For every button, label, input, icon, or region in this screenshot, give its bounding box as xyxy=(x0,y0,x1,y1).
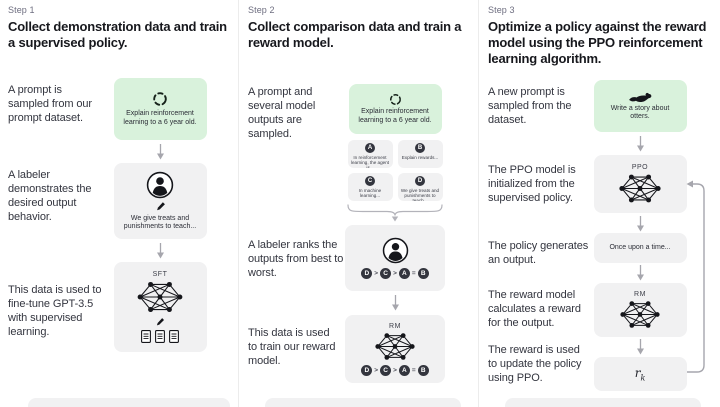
otter-icon xyxy=(629,92,652,102)
step1-sft-box: SFT xyxy=(113,262,207,352)
person-icon xyxy=(146,171,174,198)
step3-column: Step 3 Optimize a policy against the rew… xyxy=(480,0,720,407)
reward-symbol: rk xyxy=(634,365,646,383)
step1-prompt-text: Explain reinforcement learning to a 6 ye… xyxy=(123,110,197,126)
rank-circle: B xyxy=(417,364,429,376)
output-letter: B xyxy=(415,143,425,153)
model-outputs: A In reinforcement learning, the agent i… xyxy=(347,140,443,202)
output-letter: D xyxy=(415,176,425,186)
sft-model-label: SFT xyxy=(152,271,168,278)
cutoff-panel xyxy=(28,398,230,407)
step1-caption-labeler: A labeler demonstrates the desired outpu… xyxy=(8,169,92,223)
step2-prompt-box: Explain reinforcement learning to a 6 ye… xyxy=(348,84,442,134)
output-a: A In reinforcement learning, the agent i… xyxy=(347,140,393,169)
step1-column: Step 1 Collect demonstration data and tr… xyxy=(0,0,237,407)
step2-flow: Explain reinforcement learning to a 6 ye… xyxy=(345,84,445,383)
rank-circle: C xyxy=(380,268,392,279)
step2-title: Collect comparison data and train a rewa… xyxy=(248,19,462,50)
arrow-down-icon xyxy=(636,216,645,232)
ranking-row: D > C > A = B xyxy=(361,268,429,279)
cutoff-panel xyxy=(265,398,461,407)
arrow-down-icon xyxy=(391,295,400,311)
step3-caption-update: The reward is used to update the policy … xyxy=(488,344,582,384)
step3-output-text: Once upon a time... xyxy=(609,243,671,251)
step3-output-box: Once upon a time... xyxy=(593,233,687,263)
step3-title: Optimize a policy against the reward mod… xyxy=(488,19,707,66)
step3-rm-box: RM xyxy=(593,283,687,337)
arrow-down-icon xyxy=(636,339,645,355)
step1-prompt-box: Explain reinforcement learning to a 6 ye… xyxy=(113,78,207,140)
person-icon xyxy=(382,237,408,264)
pencil-icon xyxy=(156,318,164,326)
rm-model-label: RM xyxy=(389,322,401,330)
step3-reward-box: rk xyxy=(593,357,687,391)
step2-caption-rm: This data is used to train our reward mo… xyxy=(248,327,336,367)
step3-label: Step 3 xyxy=(488,5,515,15)
rm-model-label: RM xyxy=(634,290,646,298)
rank-separator: = xyxy=(411,270,416,277)
step2-column: Step 2 Collect comparison data and train… xyxy=(240,0,477,407)
rank-separator: > xyxy=(393,270,397,277)
neural-network-icon xyxy=(137,281,183,313)
output-text: Explain rewards... xyxy=(401,154,439,160)
ppo-model-label: PPO xyxy=(631,163,649,171)
rank-circle: D xyxy=(361,268,373,279)
step2-caption-prompt: A prompt and several model outputs are s… xyxy=(248,86,316,140)
pencil-icon xyxy=(156,201,165,210)
rank-separator: > xyxy=(393,366,397,374)
rank-circle: D xyxy=(361,364,373,376)
step2-rm-box: RM D > C > xyxy=(345,315,445,383)
arrow-down-icon xyxy=(636,136,645,152)
arrow-down-icon xyxy=(156,243,165,259)
rank-circle: A xyxy=(398,364,410,376)
cutoff-panel xyxy=(505,398,701,407)
step1-caption-prompt: A prompt is sampled from our prompt data… xyxy=(8,84,92,124)
output-d: D We give treats and punishments to teac… xyxy=(397,173,443,202)
step3-caption-reward: The reward model calculates a reward for… xyxy=(488,289,581,329)
arrow-down-icon xyxy=(636,265,645,281)
dashed-circle-icon xyxy=(153,92,167,106)
step1-label: Step 1 xyxy=(8,5,35,15)
step1-title: Collect demonstration data and train a s… xyxy=(8,19,227,50)
arrow-down-icon xyxy=(156,144,165,160)
step2-labeler-box: D > C > A = B xyxy=(345,225,445,291)
step3-caption-ppo: The PPO model is initialized from the su… xyxy=(488,164,576,204)
step3-caption-prompt: A new prompt is sampled from the dataset… xyxy=(488,86,572,126)
step2-prompt-text: Explain reinforcement learning to a 6 ye… xyxy=(358,108,432,124)
output-text: In reinforcement learning, the agent is.… xyxy=(350,154,390,169)
output-text: In machine learning... xyxy=(358,187,382,198)
step2-caption-rank: A labeler ranks the outputs from best to… xyxy=(248,239,344,279)
curly-brace-icon xyxy=(347,204,443,222)
output-b: B Explain rewards... xyxy=(397,140,443,168)
rank-separator: > xyxy=(374,366,379,374)
rank-circle: B xyxy=(417,268,429,279)
output-text: We give treats and punishments to teach.… xyxy=(400,187,440,202)
ranking-row: D > C > A = B xyxy=(361,364,429,376)
neural-network-icon xyxy=(619,174,661,202)
step3-flow: Write a story about otters. PPO xyxy=(592,80,688,391)
step3-prompt-text: Write a story about otters. xyxy=(610,104,670,121)
rank-separator: = xyxy=(411,366,416,374)
loop-arrow-icon xyxy=(686,180,705,373)
step3-caption-output: The policy generates an output. xyxy=(488,240,589,266)
step1-caption-sft: This data is used to fine-tune GPT-3.5 w… xyxy=(8,284,102,338)
rank-circle: A xyxy=(398,268,410,279)
output-c: C In machine learning... xyxy=(347,173,393,201)
column-divider xyxy=(238,0,239,407)
documents-icon xyxy=(141,330,179,343)
neural-network-icon xyxy=(620,300,660,328)
dashed-circle-icon xyxy=(389,94,401,105)
output-letter: A xyxy=(365,143,375,153)
step3-ppo-box: PPO xyxy=(593,155,687,213)
output-letter: C xyxy=(365,176,375,186)
rank-circle: C xyxy=(380,364,392,376)
rank-separator: > xyxy=(374,270,379,277)
step1-flow: Explain reinforcement learning to a 6 ye… xyxy=(112,78,208,352)
step1-labeler-text: We give treats and punishments to teach.… xyxy=(123,214,197,231)
step3-prompt-box: Write a story about otters. xyxy=(593,80,687,132)
neural-network-icon xyxy=(375,332,415,360)
column-divider xyxy=(478,0,479,407)
step2-label: Step 2 xyxy=(248,5,275,15)
step1-labeler-box: We give treats and punishments to teach.… xyxy=(113,163,207,239)
